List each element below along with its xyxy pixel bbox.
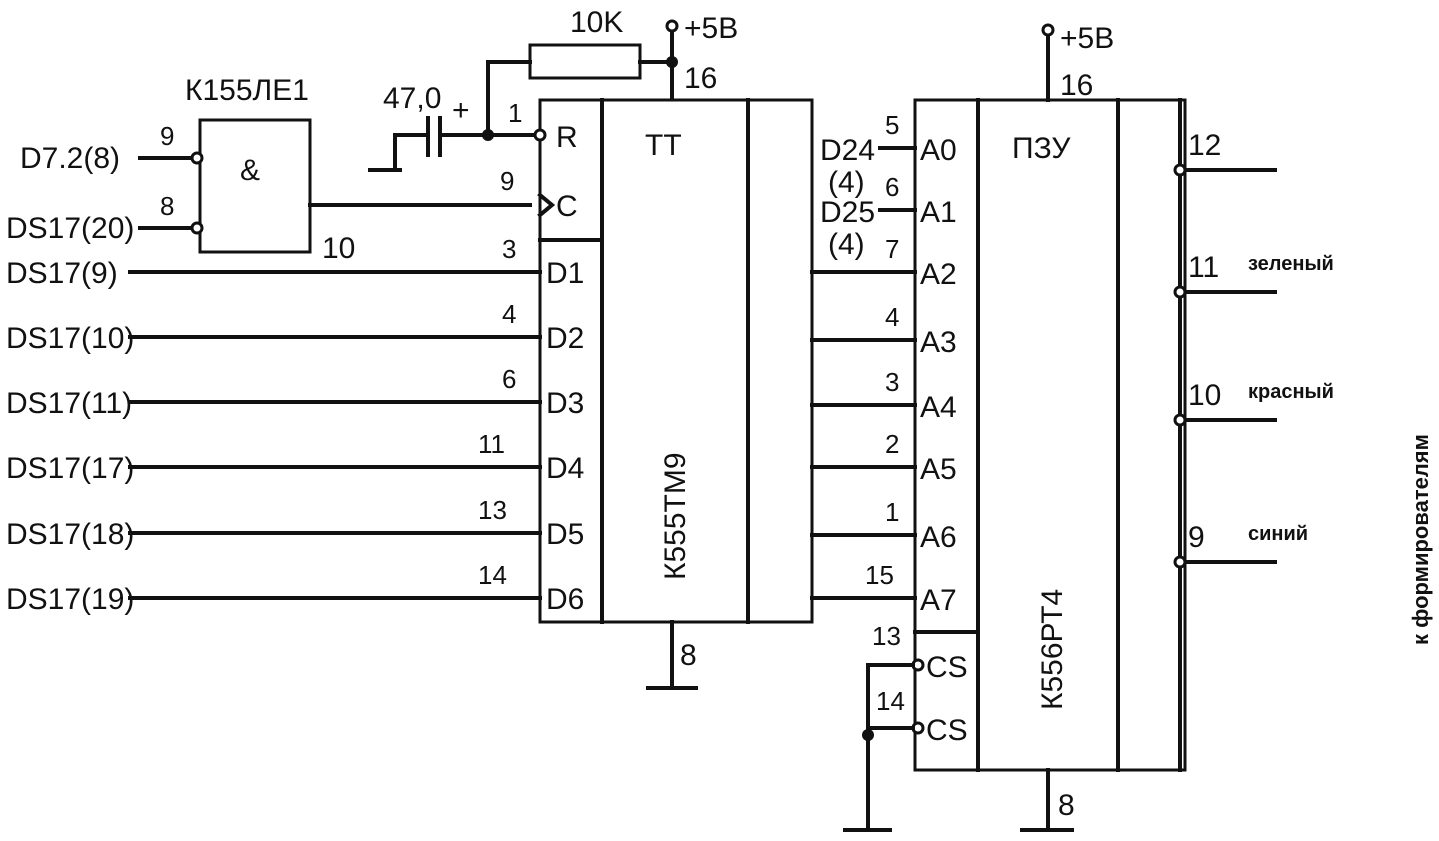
pin-label-a: A2 [920, 258, 957, 291]
pin-label-a: A3 [920, 326, 957, 359]
pin-number: 16 [684, 62, 717, 95]
pin-number: 5 [885, 110, 899, 140]
rom-k556rt4: +5В 16 ПЗУ К556РТ4 8 D24 (4) D25 (4) CS … [820, 22, 1187, 832]
pin-label-a: A0 [920, 134, 957, 167]
pin-number: 9 [160, 121, 174, 151]
pin-number: 1 [885, 497, 899, 527]
pin-number: 8 [680, 639, 697, 672]
pin-number: 4 [885, 302, 899, 332]
pin-label-d: D2 [546, 322, 584, 355]
pin-number: 6 [502, 364, 516, 394]
output-color-label: синий [1248, 523, 1308, 545]
pin-number: 8 [1058, 789, 1075, 822]
pin-number: 8 [160, 191, 174, 221]
pin-label-r: R [556, 121, 578, 154]
inversion-bubble [190, 221, 204, 235]
rom-type: ПЗУ [1012, 132, 1071, 165]
signal-label: DS17(19) [6, 583, 134, 616]
rom-address-pins: A0 5A1 6A2 7A3 4A4 3A5 2A6 1A7 15 [810, 110, 957, 617]
signal-label: DS17(10) [6, 322, 134, 355]
signal-label: DS17(20) [6, 212, 134, 245]
pin-label-d: D4 [546, 452, 584, 485]
pin-label-a: A1 [920, 196, 957, 229]
gate-part-label: К155ЛЕ1 [185, 74, 309, 107]
pin-number: 10 [322, 232, 355, 265]
pin-label-a: A4 [920, 391, 957, 424]
signal-label: DS17(11) [6, 387, 132, 420]
pin-number: 3 [502, 234, 516, 264]
output-color-label: красный [1248, 381, 1334, 403]
pin-label-d: D6 [546, 583, 584, 616]
output-bubble [1173, 555, 1187, 569]
pin-number: 2 [885, 429, 899, 459]
signal-label: DS17(9) [6, 257, 118, 290]
pin-number: 4 [502, 299, 516, 329]
pin-label-a: A7 [920, 584, 957, 617]
resistor [528, 43, 642, 80]
pin-number: 14 [876, 686, 905, 716]
output-bubble [1173, 163, 1187, 177]
pin-number: 1 [508, 98, 522, 128]
resistor-label: 10K [570, 6, 623, 39]
pin-label-a: A6 [920, 521, 957, 554]
signal-label: (4) [828, 166, 865, 199]
pin-label-c: C [556, 190, 578, 223]
signal-label: D7.2(8) [20, 142, 120, 175]
supply-label: +5В [684, 12, 738, 45]
pin-number: 13 [478, 495, 507, 525]
gate-symbol: & [240, 154, 260, 187]
output-color-label: зеленый [1248, 253, 1334, 275]
pin-number: 15 [865, 560, 894, 590]
pin-label-a: A5 [920, 453, 957, 486]
reset-rc-circuit: +5В 16 10K 47,0 + 1 9 [368, 6, 738, 196]
rom-outputs: 12 11 зеленый 10 красный 9 синий [1173, 129, 1334, 569]
pin-number: 16 [1060, 69, 1093, 102]
register-k555tm9: R C TT К555ТМ9 8 [533, 98, 814, 690]
pin-label-d: D5 [546, 518, 584, 551]
pin-number: 9 [500, 166, 514, 196]
supply-label: +5В [1060, 22, 1114, 55]
capacitor-label: 47,0 [383, 82, 441, 115]
pin-label-cs: CS [926, 651, 968, 684]
pin-number: 6 [885, 172, 899, 202]
register-part-label: К555ТМ9 [659, 452, 692, 580]
destination-label: к формирователям [1408, 434, 1433, 645]
capacitor-polarity: + [452, 94, 470, 127]
pin-label-d: D1 [546, 257, 584, 290]
pin-number: 3 [885, 367, 899, 397]
register-type: TT [645, 129, 682, 162]
signal-label: DS17(18) [6, 518, 134, 551]
rom-part-label: К556РТ4 [1036, 589, 1069, 710]
pin-number: 13 [872, 621, 901, 651]
output-bubble [1173, 413, 1187, 427]
pin-number: 11 [478, 429, 505, 459]
output-bubble [1173, 285, 1187, 299]
pin-number: 7 [885, 234, 899, 264]
signal-label: (4) [828, 228, 865, 261]
inversion-bubble [190, 151, 204, 165]
pin-number: 9 [1188, 521, 1205, 554]
pin-label-d: D3 [546, 387, 584, 420]
pin-number: 11 [1188, 251, 1219, 284]
signal-label: DS17(17) [6, 452, 134, 485]
pin-number: 14 [478, 560, 507, 590]
pin-number: 12 [1188, 129, 1221, 162]
nand-gate-k155le1: К155ЛЕ1 & 9 8 10 D7.2(8) DS17(20) [6, 74, 532, 265]
pin-number: 10 [1188, 379, 1221, 412]
signal-label: D24 [820, 134, 875, 167]
signal-label: D25 [820, 196, 875, 229]
pin-label-cs: CS [926, 714, 968, 747]
